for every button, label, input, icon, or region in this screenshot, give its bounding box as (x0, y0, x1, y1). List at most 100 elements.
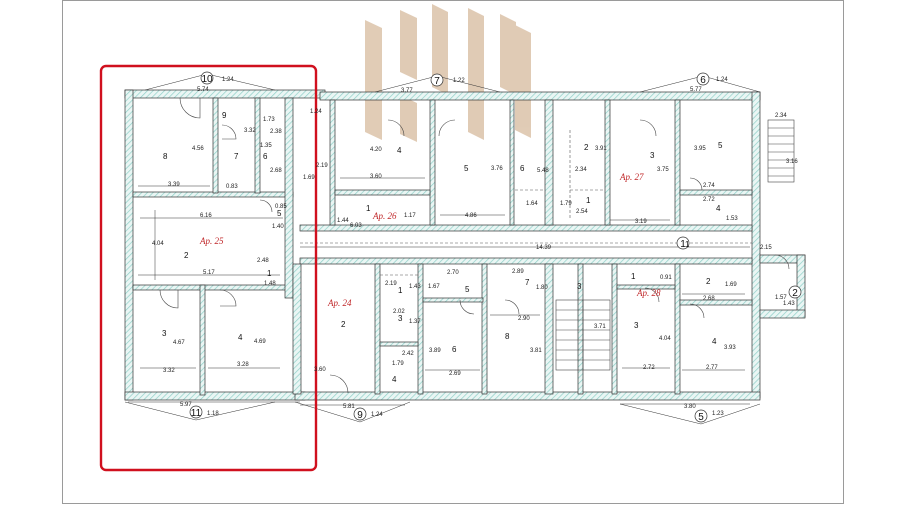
drawing-frame (62, 0, 844, 504)
axis-marker-9: 9 (357, 410, 363, 421)
room-number: 4 (712, 337, 717, 346)
room-number: 3 (650, 151, 655, 160)
room-number: 5 (277, 209, 282, 218)
dimension-label: 14.39 (536, 245, 552, 251)
wall-tower-bottom (759, 309, 806, 319)
axis-marker-lines (124, 73, 761, 425)
dimension-label: 1.79 (392, 361, 404, 367)
dimension-label: 3.75 (657, 167, 669, 173)
dimension-label: 2.72 (703, 197, 715, 203)
dimension-label: 2.48 (257, 258, 269, 264)
dimension-label: 2.68 (270, 168, 282, 174)
dimension-label: 4.69 (254, 339, 266, 345)
dimension-label: 3.32 (163, 368, 175, 374)
dimension-label: 3.80 (684, 404, 696, 410)
room-number: 7 (525, 278, 530, 287)
dimension-label: 1.24 (371, 412, 383, 418)
room-number: 3 (634, 321, 639, 330)
room-number: 3 (577, 282, 582, 291)
dimension-label: 1.24 (310, 109, 322, 115)
dimension-label: 1.24 (222, 77, 234, 83)
axis-marker-1: 1 (680, 239, 686, 250)
room-number: 9 (222, 111, 227, 120)
dimension-label: 1.53 (726, 216, 738, 222)
dimension-label: 2.89 (512, 269, 524, 275)
dimension-label: 1.80 (536, 285, 548, 291)
dimension-label: 1.67 (428, 284, 440, 290)
dimension-label: 3.19 (635, 219, 647, 225)
wall-corridor-top (299, 224, 753, 232)
room-number: 2 (184, 251, 189, 260)
dimension-label: 1.22 (453, 78, 465, 84)
axis-marker-5: 5 (698, 412, 704, 423)
dimension-label: 3.60 (370, 174, 382, 180)
room-number: 1 (267, 269, 272, 278)
dimension-label: 1.40 (272, 224, 284, 230)
dimension-label: 2.70 (447, 270, 459, 276)
dimension-label: 3.71 (594, 324, 606, 330)
axis-marker-6: 6 (700, 75, 706, 86)
axis-marker-2: 2 (792, 288, 798, 299)
exterior-walls (124, 89, 806, 401)
wall-bottom-main (294, 391, 761, 401)
wall-left (124, 89, 134, 401)
room-number: 6 (452, 345, 457, 354)
apartment-label-25: Ap. 25 (199, 236, 224, 246)
dimension-label: 2.19 (385, 281, 397, 287)
dimension-label: 1.64 (526, 201, 538, 207)
room-number: 4 (238, 333, 243, 342)
dimension-label: 4.04 (152, 241, 164, 247)
axis-marker-circles (189, 71, 802, 423)
dimension-label: 5.48 (537, 168, 549, 174)
dimension-label: 1.23 (712, 411, 724, 417)
room-number: 1 (586, 196, 591, 205)
room-number: 4 (716, 204, 721, 213)
room-number: 1 (631, 272, 636, 281)
dimension-label: 2.90 (518, 316, 530, 322)
room-number: 5 (718, 141, 723, 150)
room-number: 6 (520, 164, 525, 173)
wall-right (751, 91, 761, 399)
room-number: 2 (584, 143, 589, 152)
room-number: 3 (398, 314, 403, 323)
wall-top-mid (319, 91, 761, 101)
apartment-label-26: Ap. 26 (372, 211, 397, 221)
stairs-center (555, 299, 611, 371)
dimension-label: 4.67 (173, 340, 185, 346)
room-number: 2 (706, 277, 711, 286)
dimension-label: 1.69 (725, 282, 737, 288)
apartment-25-highlight (99, 64, 318, 472)
dimension-label: 5.77 (690, 87, 702, 93)
room-number: 2 (341, 320, 346, 329)
apartment-label-27: Ap. 27 (619, 172, 644, 182)
dimension-label: 5.81 (343, 404, 355, 410)
dimension-label: 2.72 (643, 365, 655, 371)
dimension-label: 1.37 (409, 319, 421, 325)
dimension-label: 4.20 (370, 147, 382, 153)
room-number: 8 (163, 152, 168, 161)
dimension-label: 2.68 (703, 296, 715, 302)
axis-marker-10: 10 (201, 74, 213, 85)
room-number: 4 (392, 375, 397, 384)
dimension-label: 4.04 (659, 336, 671, 342)
dimension-lines (128, 177, 750, 406)
dimension-label: 1.24 (716, 77, 728, 83)
dimension-label: 2.19 (316, 163, 328, 169)
dimension-label: 2.42 (402, 351, 414, 357)
dimension-label: 1.43 (783, 301, 795, 307)
dimension-label: 1.18 (207, 411, 219, 417)
dimension-label: 5.97 (180, 402, 192, 408)
dimension-label: 2.34 (775, 113, 787, 119)
stairs-right (767, 119, 795, 183)
dimension-label: 1.48 (264, 281, 276, 287)
dimension-label: 1.35 (260, 143, 272, 149)
room-number: 5 (465, 285, 470, 294)
axis-marker-11: 11 (191, 408, 202, 419)
apartment-label-24: Ap. 24 (327, 298, 352, 308)
dimension-label: 5.74 (197, 87, 209, 93)
dimension-label: 4.86 (465, 213, 477, 219)
dimension-label: 2.74 (703, 183, 715, 189)
dimension-label: 3.89 (429, 348, 441, 354)
dimension-label: 1.57 (775, 295, 787, 301)
